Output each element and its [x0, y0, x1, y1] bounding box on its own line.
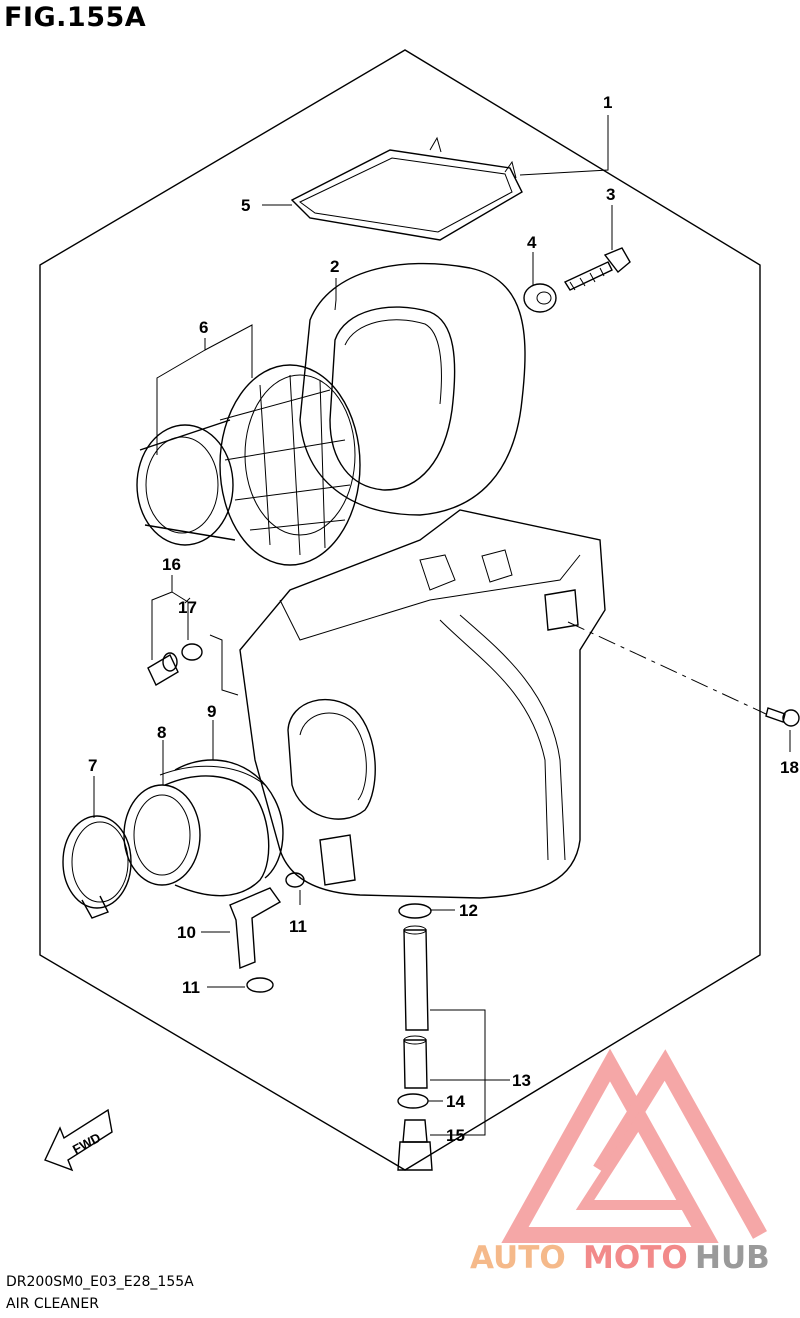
part-11-clips: [246, 872, 305, 993]
callout-12: 12: [459, 901, 478, 920]
callout-10: 10: [177, 923, 196, 942]
leader-lines: [93, 115, 791, 1136]
part-14-clip: [397, 1093, 429, 1109]
figure-code: DR200SM0_E03_E28_155A: [6, 1274, 194, 1290]
part-13-drain-tube: [403, 925, 429, 1089]
part-16-drain-plug: [147, 652, 179, 686]
part-10-hose: [229, 887, 282, 970]
part-9-seal-ring: [174, 759, 284, 879]
part-6-filter-cage: [136, 364, 361, 566]
callout-3: 3: [606, 185, 615, 204]
callout-18: 18: [780, 758, 799, 777]
watermark-auto: AUTO: [470, 1240, 566, 1276]
callout-11-upper: 11: [289, 917, 307, 936]
figure-title: FIG.155A: [4, 2, 147, 33]
part-5-cover-plate: [290, 136, 523, 241]
callout-8: 8: [157, 723, 166, 742]
callout-7: 7: [88, 756, 97, 775]
part-17-clip: [181, 643, 203, 661]
part-7-hose-clamp: [62, 815, 132, 919]
assembly-outline: [39, 49, 761, 1171]
fwd-label: FWD: [70, 1130, 103, 1157]
watermark-text: AUTO MOTO HUB: [470, 1240, 770, 1276]
fwd-arrow: FWD: [44, 1108, 113, 1172]
figure-name: AIR CLEANER: [6, 1296, 99, 1312]
watermark-hub: HUB: [695, 1240, 770, 1276]
watermark-moto: MOTO: [583, 1240, 688, 1276]
part-2-filter-element: [299, 262, 526, 516]
callout-6: 6: [199, 318, 208, 337]
callout-2: 2: [330, 257, 339, 276]
callout-16: 16: [162, 555, 181, 574]
callout-9: 9: [207, 702, 216, 721]
callout-numbers: 1 2 3 4 5 6 7 8 9 10 11 11 12 13 14 15 1…: [88, 93, 799, 1145]
callout-5: 5: [241, 196, 250, 215]
part-12-clip: [398, 903, 432, 919]
part-1-air-box: [239, 509, 606, 899]
part-18-bolt: [765, 707, 800, 727]
part-4-grommet: [523, 283, 557, 313]
callout-4: 4: [527, 233, 537, 252]
callout-1: 1: [603, 93, 612, 112]
part-3-wing-bolt: [563, 247, 631, 291]
callout-14: 14: [446, 1092, 465, 1111]
callout-15: 15: [446, 1126, 465, 1145]
part-8-intake-boot: [123, 765, 270, 897]
part-15-drain-plug: [397, 1119, 433, 1171]
watermark-logo: [501, 1048, 767, 1243]
callout-11-lower: 11: [182, 978, 200, 997]
callout-13: 13: [512, 1071, 531, 1090]
callout-17: 17: [178, 598, 197, 617]
